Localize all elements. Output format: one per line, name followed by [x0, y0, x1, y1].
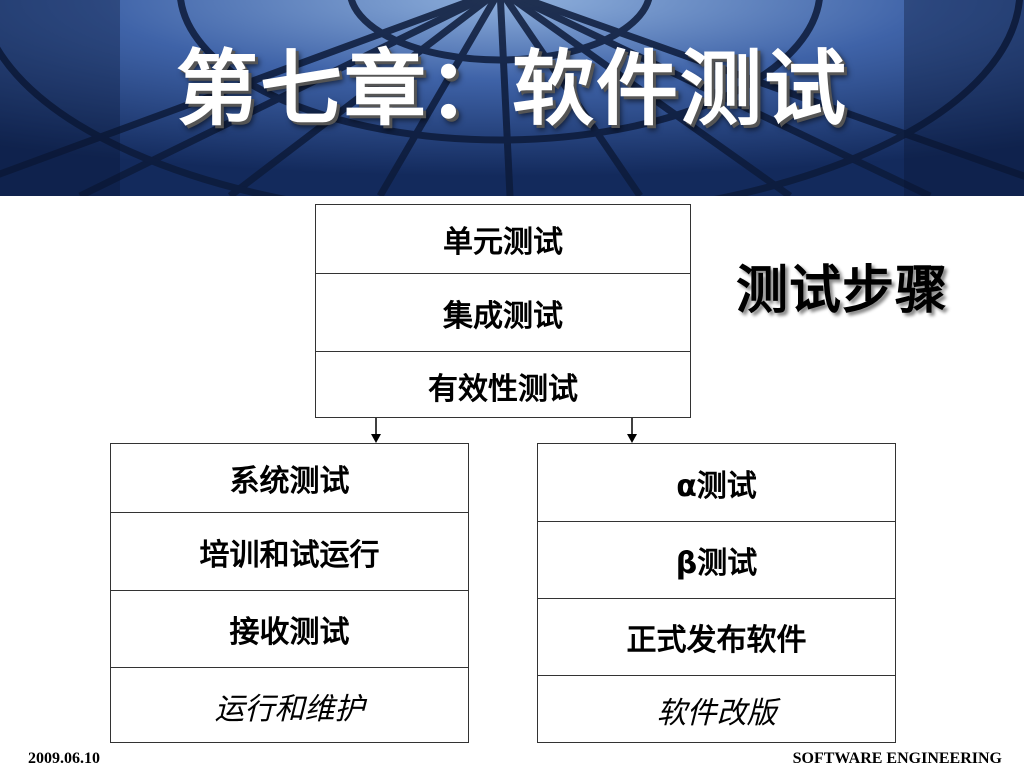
arrow-to-left-group	[371, 418, 381, 443]
right-step-group: α测试 β测试 正式发布软件 软件改版	[537, 443, 896, 743]
step-operation-maintenance: 运行和维护	[111, 667, 468, 744]
step-training-trial-run: 培训和试运行	[111, 512, 468, 590]
step-validation-test: 有效性测试	[316, 351, 690, 419]
left-step-group: 系统测试 培训和试运行 接收测试 运行和维护	[110, 443, 469, 743]
step-integration-test: 集成测试	[316, 273, 690, 351]
slide-title: 第七章：软件测试	[175, 42, 848, 137]
side-title: 测试步骤	[736, 261, 949, 321]
step-system-test: 系统测试	[229, 464, 350, 499]
step-unit-test: 单元测试	[443, 225, 563, 260]
step-software-revision: 软件改版	[538, 675, 895, 744]
step-beta-test: β测试	[538, 521, 895, 598]
dome-background-image	[0, 0, 1024, 196]
footer-date: 2009.06.10	[28, 750, 100, 767]
step-acceptance-test: 接收测试	[111, 590, 468, 667]
arrow-to-right-group	[627, 418, 637, 443]
title-banner: 第七章：软件测试	[0, 0, 1024, 196]
step-official-release: 正式发布软件	[538, 598, 895, 675]
step-alpha-test: α测试	[676, 468, 757, 504]
footer-course-name: SOFTWARE ENGINEERING	[792, 750, 1002, 767]
top-step-group: 单元测试 集成测试 有效性测试	[315, 204, 691, 418]
